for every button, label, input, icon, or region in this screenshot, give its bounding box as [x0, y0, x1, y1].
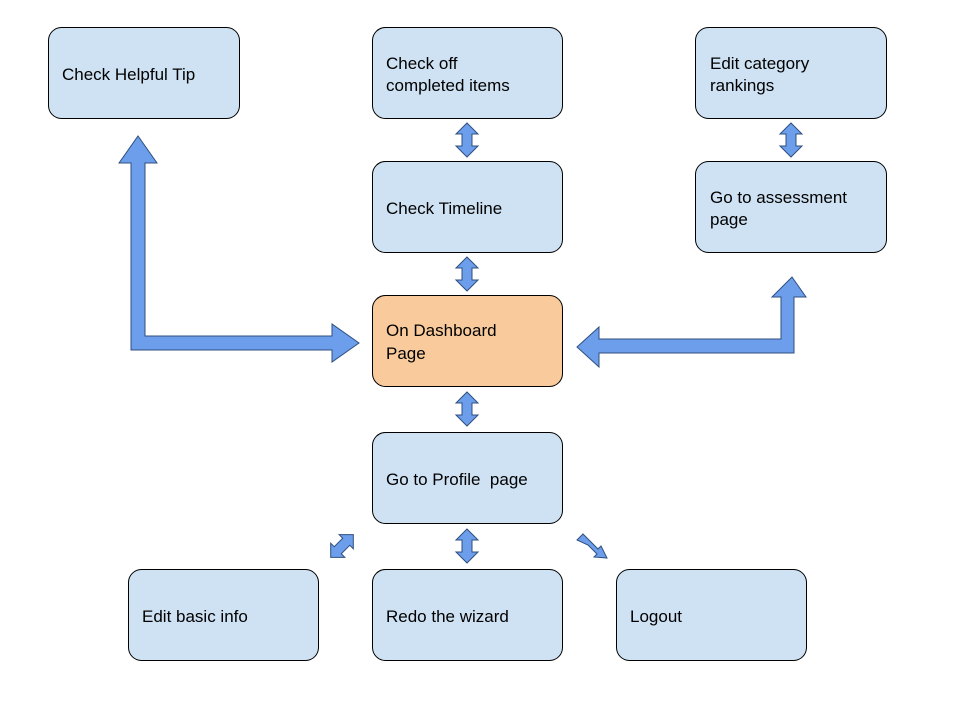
node-label: Go to Profile page [386, 470, 528, 489]
double-arrow-dashboard-profile [454, 391, 480, 427]
double-arrow-check-off-timeline [454, 122, 480, 158]
node-check-off-completed-items: Check off completed items [372, 27, 563, 119]
node-edit-basic-info: Edit basic info [128, 569, 319, 661]
double-arrow-profile-basic-info [330, 534, 354, 558]
node-label: Logout [630, 607, 682, 626]
node-label: Edit basic info [142, 607, 248, 626]
node-go-to-profile-page: Go to Profile page [372, 432, 563, 524]
node-logout: Logout [616, 569, 807, 661]
node-check-timeline: Check Timeline [372, 161, 563, 253]
node-label: On Dashboard Page [386, 321, 501, 363]
node-check-helpful-tip: Check Helpful Tip [48, 27, 240, 119]
node-label: Redo the wizard [386, 607, 509, 626]
node-go-to-assessment-page: Go to assessment page [695, 161, 887, 253]
node-label: Edit category rankings [710, 54, 814, 95]
node-label: Check Timeline [386, 199, 502, 218]
node-label: Check Helpful Tip [62, 65, 195, 84]
node-label: Check off completed items [386, 54, 510, 95]
node-edit-category-rankings: Edit category rankings [695, 27, 887, 119]
elbow-arrow-dashboard-assessment [576, 276, 807, 369]
node-on-dashboard-page: On Dashboard Page [372, 295, 563, 387]
elbow-arrow-dashboard-helpful-tip [118, 135, 360, 363]
double-arrow-rankings-assessment [778, 122, 804, 158]
double-arrow-timeline-dashboard [454, 256, 480, 292]
node-redo-the-wizard: Redo the wizard [372, 569, 563, 661]
double-arrow-profile-wizard [454, 528, 480, 564]
arrow-profile-logout [576, 533, 608, 559]
node-label: Go to assessment page [710, 188, 852, 229]
